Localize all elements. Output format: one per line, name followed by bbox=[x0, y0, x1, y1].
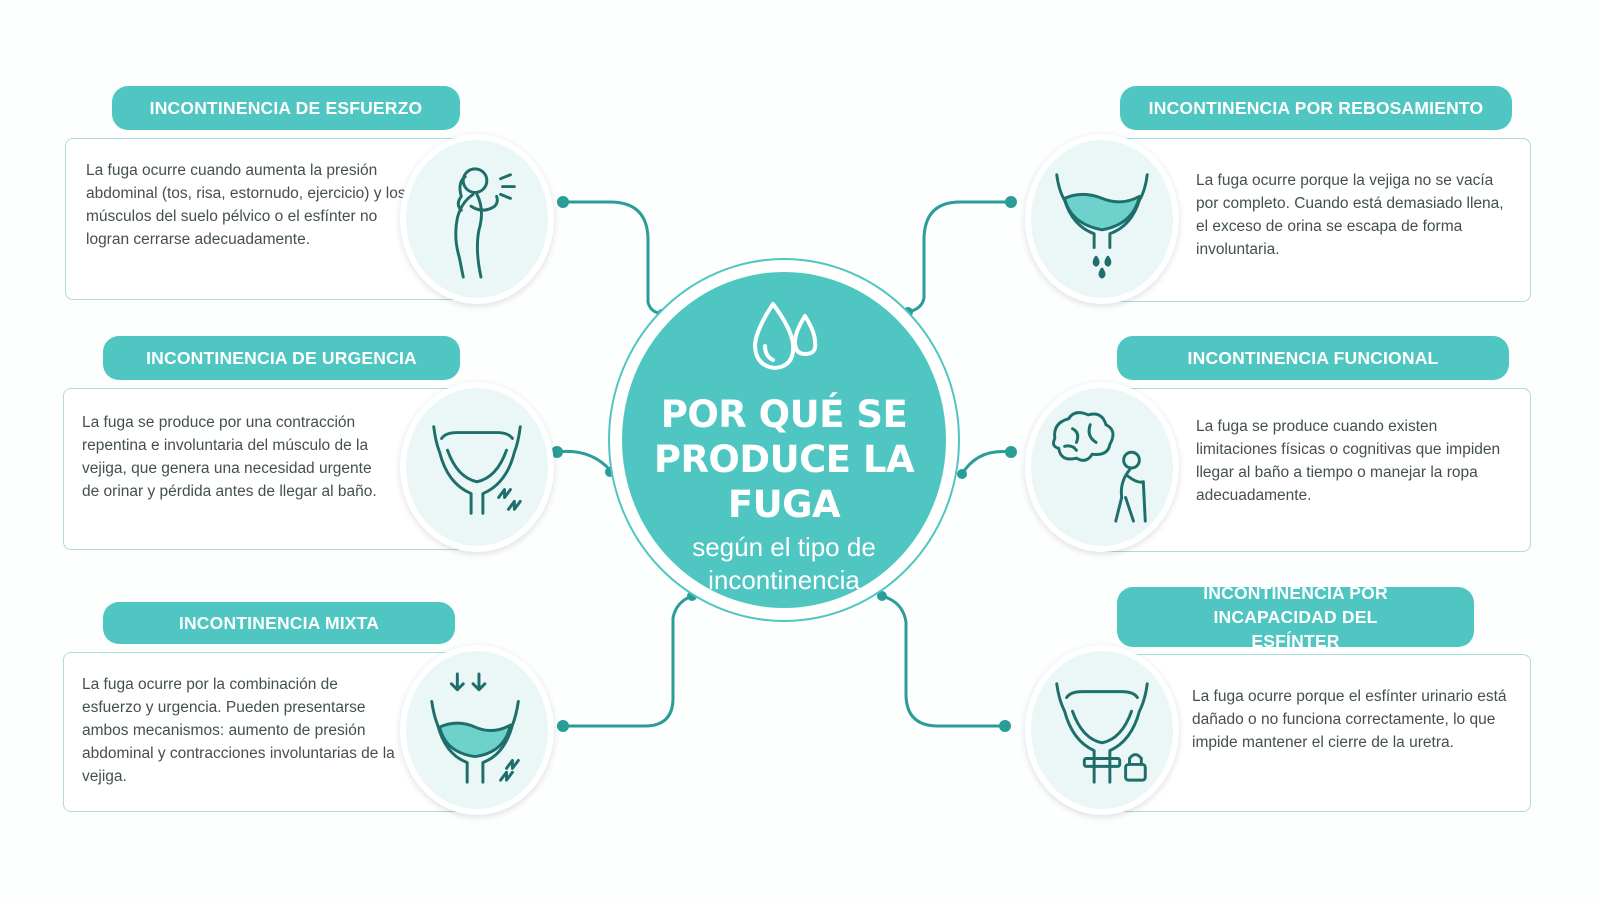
connector-esfuerzo bbox=[561, 200, 664, 316]
icon-circle-rebosamiento bbox=[1025, 134, 1179, 304]
label-incontinencia-esfuerzo: INCONTINENCIA DE ESFUERZO bbox=[112, 86, 460, 130]
description-rebosamiento: La fuga ocurre porque la vejiga no se va… bbox=[1196, 172, 1504, 258]
icon-circle-funcional bbox=[1025, 382, 1179, 552]
icon-circle-urgencia bbox=[400, 382, 554, 552]
connector-funcional bbox=[960, 449, 1013, 476]
label-incontinencia-urgencia: INCONTINENCIA DE URGENCIA bbox=[103, 336, 460, 380]
description-esfinter: La fuga ocurre porque el esfínter urinar… bbox=[1192, 688, 1507, 751]
description-urgencia: La fuga se produce por una contracción r… bbox=[82, 414, 377, 500]
coughing-woman-icon bbox=[454, 167, 516, 279]
icon-circle-mixta bbox=[400, 645, 554, 815]
connector-rebosamiento bbox=[906, 200, 1013, 314]
connector-mixta bbox=[561, 594, 694, 728]
description-esfuerzo: La fuga ocurre cuando aumenta la presión… bbox=[86, 162, 406, 248]
bladder-sphincter-lock-icon bbox=[1055, 682, 1149, 784]
icon-circle-esfuerzo bbox=[400, 134, 554, 304]
label-incontinencia-funcional: INCONTINENCIA FUNCIONAL bbox=[1117, 336, 1509, 380]
connector-esfinter bbox=[880, 594, 1007, 728]
bladder-dripping-icon bbox=[1055, 173, 1149, 279]
connector-urgencia bbox=[555, 449, 612, 472]
label-incontinencia-rebosamiento: INCONTINENCIA POR REBOSAMIENTO bbox=[1120, 86, 1512, 130]
description-mixta: La fuga ocurre por la combinación de esf… bbox=[82, 676, 395, 785]
label-incontinencia-esfinter: INCONTINENCIA POR INCAPACIDAD DEL ESFÍNT… bbox=[1117, 583, 1474, 651]
center-subtitle: según el tipo de incontinencia bbox=[692, 532, 876, 595]
bladder-pressure-spasm-icon bbox=[430, 672, 520, 784]
brain-elderly-person-icon bbox=[1052, 411, 1147, 523]
center-circle: POR QUÉ SE PRODUCE LA FUGA según el tipo… bbox=[622, 272, 946, 608]
label-incontinencia-mixta: INCONTINENCIA MIXTA bbox=[103, 602, 455, 644]
icon-circle-esfinter bbox=[1025, 645, 1179, 815]
description-funcional: La fuga se produce cuando existen limita… bbox=[1196, 418, 1501, 504]
water-drops-icon bbox=[753, 302, 818, 370]
bladder-spasm-icon bbox=[432, 425, 522, 515]
center-title: POR QUÉ SE PRODUCE LA FUGA bbox=[653, 393, 915, 526]
